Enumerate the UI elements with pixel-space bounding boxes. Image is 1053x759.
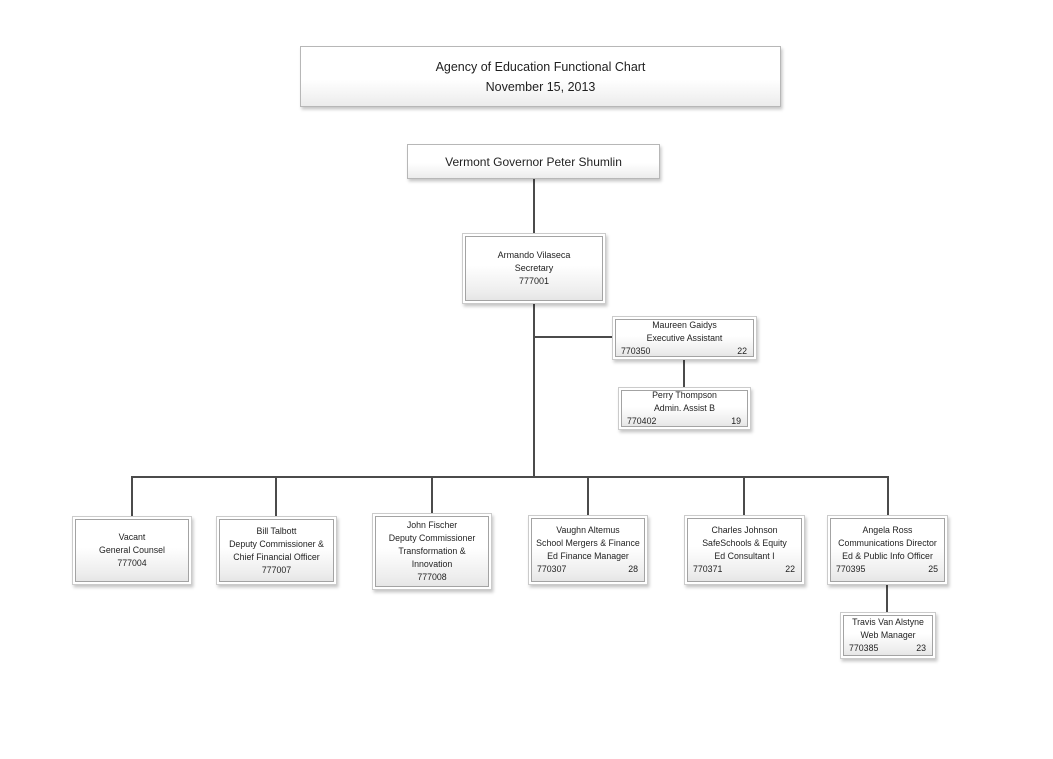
connector-secretary-rail bbox=[533, 304, 535, 478]
altemus-name: Vaughn Altemus bbox=[556, 525, 620, 535]
node-governor: Vermont Governor Peter Shumlin bbox=[407, 144, 660, 179]
talbott-name: Bill Talbott bbox=[256, 525, 297, 536]
connector-stem-ross bbox=[887, 476, 889, 517]
altemus-title-1: School Mergers & Finance bbox=[536, 538, 640, 548]
chart-title: Agency of Education Functional Chart bbox=[435, 59, 646, 74]
exec-assistant-number: 22 bbox=[737, 345, 747, 356]
exec-assistant-position-no: 770350 bbox=[621, 345, 651, 356]
ross-title-2: Ed & Public Info Officer bbox=[842, 551, 933, 561]
fischer-name: John Fischer bbox=[406, 520, 458, 530]
johnson-title-1: SafeSchools & Equity bbox=[702, 538, 787, 548]
web-manager-number: 23 bbox=[916, 643, 926, 653]
general-counsel-name: Vacant bbox=[118, 532, 146, 542]
admin-assist-name: Perry Thompson bbox=[652, 390, 717, 400]
node-general-counsel: Vacant General Counsel 777004 bbox=[72, 516, 192, 585]
secretary-title: Secretary bbox=[514, 263, 554, 273]
connector-stem-fischer bbox=[431, 476, 433, 515]
node-ross: Angela Ross Communications Director Ed &… bbox=[827, 515, 948, 585]
talbott-title-1: Deputy Commissioner & bbox=[229, 538, 324, 549]
ross-title-1: Communications Director bbox=[838, 538, 937, 548]
ross-name: Angela Ross bbox=[862, 525, 913, 535]
admin-assist-position-no: 770402 bbox=[627, 416, 657, 426]
fischer-title-2: Transformation & bbox=[398, 546, 466, 556]
connector-governor-secretary bbox=[533, 178, 535, 234]
fischer-title-3: Innovation bbox=[411, 559, 453, 569]
altemus-title-2: Ed Finance Manager bbox=[547, 551, 629, 561]
node-admin-assist: Perry Thompson Admin. Assist B 770402 19 bbox=[618, 387, 751, 430]
connector-exec-assistant-admin bbox=[683, 359, 685, 388]
node-fischer: John Fischer Deputy Commissioner Transfo… bbox=[372, 513, 492, 590]
johnson-position-no: 770371 bbox=[693, 564, 723, 574]
johnson-title-2: Ed Consultant I bbox=[714, 551, 775, 561]
connector-stem-talbott bbox=[275, 476, 277, 517]
fischer-position-no: 777008 bbox=[417, 572, 447, 582]
chart-date: November 15, 2013 bbox=[485, 79, 596, 94]
johnson-name: Charles Johnson bbox=[711, 525, 778, 535]
web-manager-position-no: 770385 bbox=[849, 643, 879, 653]
connector-stem-altemus bbox=[587, 476, 589, 517]
talbott-position-no: 777007 bbox=[261, 564, 292, 575]
altemus-position-no: 770307 bbox=[537, 564, 567, 574]
connector-rail bbox=[131, 476, 889, 478]
connector-stem-general-counsel bbox=[131, 476, 133, 517]
connector-ross-web-manager bbox=[886, 585, 888, 613]
admin-assist-title: Admin. Assist B bbox=[653, 403, 716, 413]
chart-title-box: Agency of Education Functional Chart Nov… bbox=[300, 46, 781, 107]
fischer-title-1: Deputy Commissioner bbox=[388, 533, 476, 543]
node-web-manager: Travis Van Alstyne Web Manager 770385 23 bbox=[840, 612, 936, 659]
node-secretary: Armando Vilaseca Secretary 777001 bbox=[462, 233, 606, 304]
web-manager-title: Web Manager bbox=[860, 630, 916, 640]
connector-branch-exec-assistant bbox=[533, 336, 612, 338]
node-johnson: Charles Johnson SafeSchools & Equity Ed … bbox=[684, 515, 805, 585]
web-manager-name: Travis Van Alstyne bbox=[852, 617, 924, 627]
exec-assistant-name: Maureen Gaidys bbox=[652, 319, 717, 330]
node-talbott: Bill Talbott Deputy Commissioner & Chief… bbox=[216, 516, 337, 585]
johnson-number: 22 bbox=[785, 564, 795, 574]
secretary-position-no: 777001 bbox=[518, 276, 550, 286]
ross-number: 25 bbox=[928, 564, 938, 574]
governor-name: Vermont Governor Peter Shumlin bbox=[445, 154, 622, 169]
altemus-number: 28 bbox=[628, 564, 638, 574]
admin-assist-number: 19 bbox=[731, 416, 741, 426]
secretary-name: Armando Vilaseca bbox=[497, 250, 571, 260]
node-altemus: Vaughn Altemus School Mergers & Finance … bbox=[528, 515, 648, 585]
talbott-title-2: Chief Financial Officer bbox=[233, 551, 320, 562]
connector-stem-johnson bbox=[743, 476, 745, 517]
ross-position-no: 770395 bbox=[836, 564, 866, 574]
general-counsel-title: General Counsel bbox=[98, 545, 165, 555]
node-exec-assistant: Maureen Gaidys Executive Assistant 77035… bbox=[612, 316, 757, 360]
general-counsel-position-no: 777004 bbox=[117, 558, 147, 568]
exec-assistant-title: Executive Assistant bbox=[646, 332, 723, 343]
